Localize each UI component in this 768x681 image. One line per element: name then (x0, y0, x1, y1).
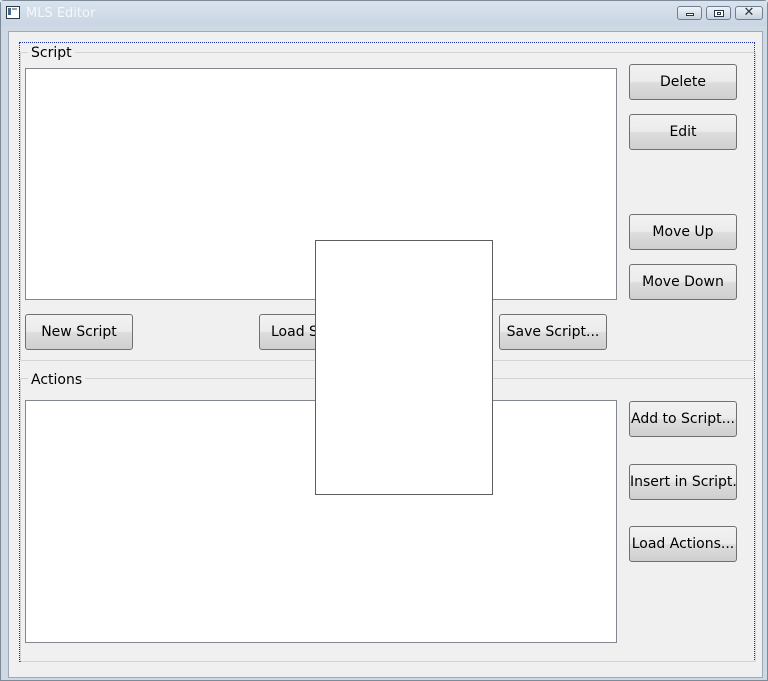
delete-button[interactable]: Delete (629, 64, 737, 100)
client-area: Script Delete Edit Move Up Move Down New… (8, 31, 763, 678)
close-icon: ✕ (743, 5, 755, 20)
edit-button[interactable]: Edit (629, 114, 737, 150)
minimize-button[interactable] (677, 6, 702, 20)
new-script-button[interactable]: New Script (25, 314, 133, 350)
blank-popup-window[interactable] (315, 240, 493, 495)
app-window-icon[interactable] (6, 6, 20, 19)
title-bar[interactable]: MLS Editor ✕ (1, 1, 767, 26)
window-title: MLS Editor (26, 6, 96, 21)
maximize-button[interactable] (706, 6, 731, 20)
move-down-button[interactable]: Move Down (629, 264, 737, 300)
add-to-script-button[interactable]: Add to Script... (629, 401, 737, 437)
actions-group-title: Actions (28, 372, 86, 388)
caption-buttons: ✕ (677, 5, 764, 21)
move-up-button[interactable]: Move Up (629, 214, 737, 250)
minimize-icon (686, 13, 694, 16)
maximize-icon (714, 10, 724, 17)
insert-in-script-button[interactable]: Insert in Script... (629, 464, 737, 500)
close-button[interactable]: ✕ (735, 5, 763, 20)
save-script-button[interactable]: Save Script... (499, 314, 607, 350)
script-group-title: Script (28, 45, 75, 61)
load-actions-button[interactable]: Load Actions... (629, 526, 737, 562)
